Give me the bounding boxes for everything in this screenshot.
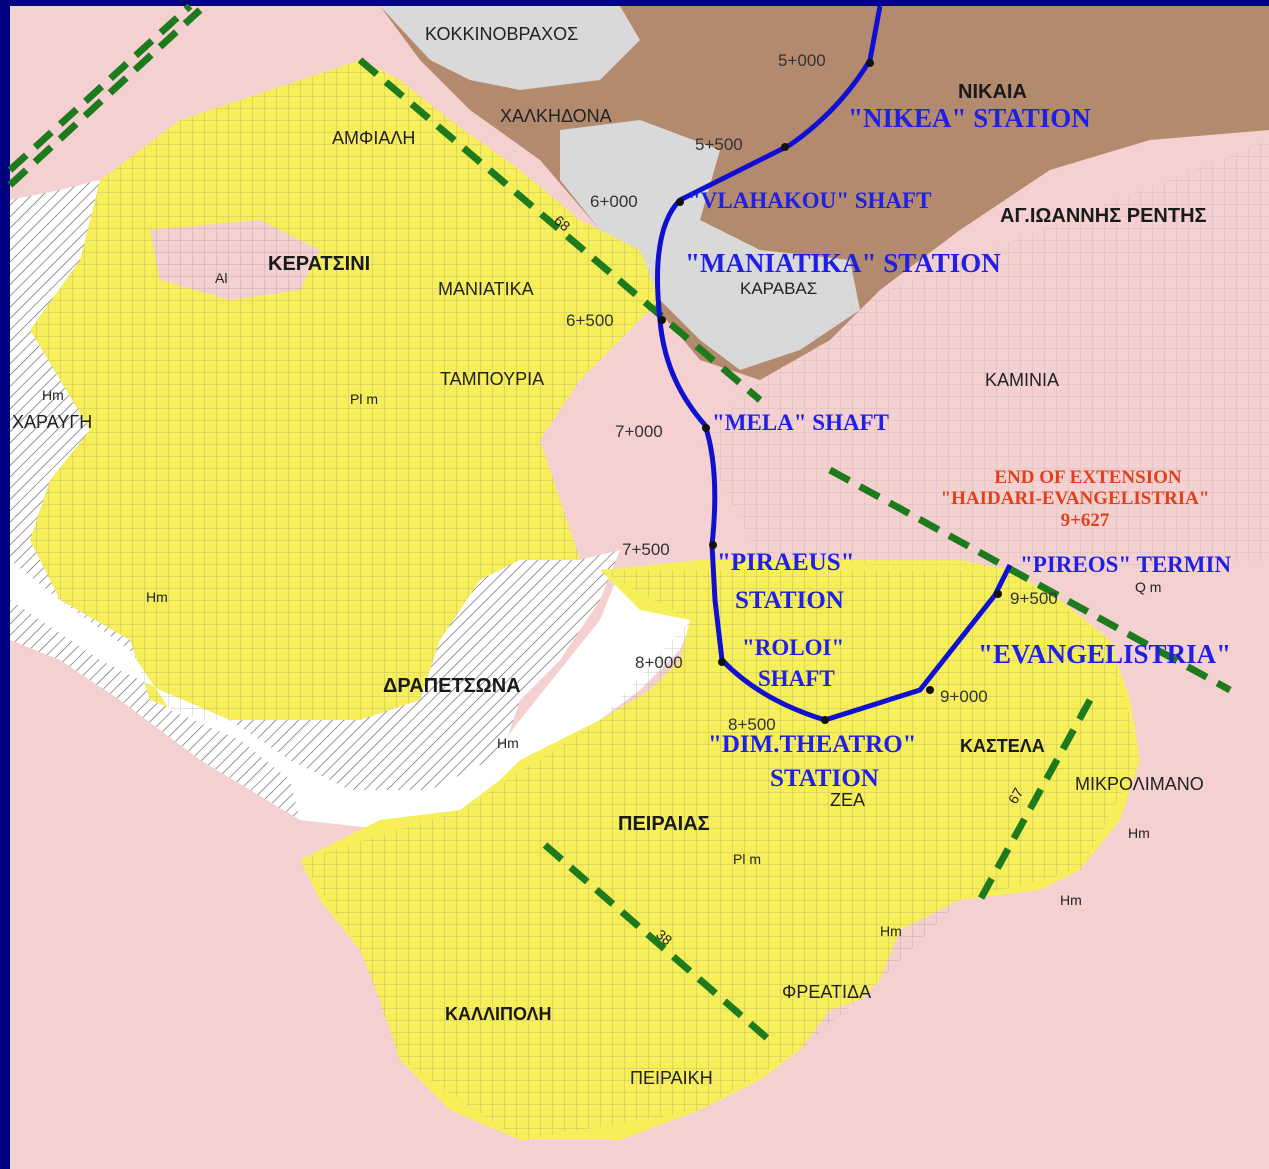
place-ag-ioannis: ΑΓ.ΙΩΑΝΝΗΣ ΡΕΝΤΗΣ (1000, 205, 1207, 227)
street-grid-south (300, 570, 1140, 1140)
geo-label-pl-m-west: Pl m (350, 391, 378, 407)
chainage-label-6500: 6+500 (566, 311, 614, 330)
place-peiraiki: ΠΕΙΡΑΙΚΗ (630, 1068, 713, 1088)
chainage-label-6000: 6+000 (590, 192, 638, 211)
chainage-label-9500: 9+500 (1010, 589, 1058, 608)
map-frame-left (0, 0, 10, 1169)
chainage-dot-9500 (994, 590, 1002, 598)
chainage-dot-8500 (821, 716, 829, 724)
station-vlahakou: "VLAHAKOU" SHAFT (688, 188, 931, 213)
place-zea: ΖΕΑ (830, 790, 865, 810)
station-maniatika: "MANIATIKA" STATION (685, 248, 1001, 278)
chainage-label-7500: 7+500 (622, 540, 670, 559)
station-piraeus-line1: "PIRAEUS" (717, 549, 855, 576)
fault-lines (7, 3, 1232, 1048)
grey-geology-area-karavas (560, 120, 860, 370)
metro-line-alignment (655, 5, 1013, 723)
geo-label-hm-zea: Hm (880, 923, 902, 939)
chainage-dot-5000 (866, 59, 874, 67)
chainage-label-8500: 8+500 (728, 715, 776, 734)
chainage-markers (658, 59, 1002, 724)
place-kastela: ΚΑΣΤΕΛΑ (960, 736, 1045, 756)
place-amfiali: ΑΜΦΙΑΛΗ (332, 128, 415, 148)
fault-line-east (828, 466, 1232, 694)
place-karavas: ΚΑΡΑΒΑΣ (740, 279, 817, 298)
station-roloi-line2: SHAFT (758, 666, 835, 691)
chainage-dot-7000 (702, 424, 710, 432)
chainage-label-7000: 7+000 (615, 422, 663, 441)
end-of-extension-line3: 9+627 (1061, 510, 1110, 531)
chainage-label-9000: 9+000 (940, 687, 988, 706)
place-tampouria: ΤΑΜΠΟΥΡΙΑ (440, 369, 544, 389)
end-of-extension-line2: "HAIDARI-EVANGELISTRIA" (941, 488, 1210, 509)
fault-number-67: 67 (1005, 785, 1027, 807)
place-names: ΚΟΚΚΙΝΟΒΡΑΧΟΣ ΝΙΚΑΙΑ ΧΑΛΚΗΔΟΝΑ ΑΜΦΙΑΛΗ Α… (12, 24, 1207, 1088)
chainage-dot-5500 (781, 143, 789, 151)
geo-label-hm-east: Hm (1060, 892, 1082, 908)
chainage-label-5500: 5+500 (695, 135, 743, 154)
station-roloi-line1: "ROLOI" (742, 635, 844, 660)
fault-line-south (542, 842, 778, 1048)
chainage-label-5000: 5+000 (778, 51, 826, 70)
geo-label-q-m: Q m (1135, 579, 1161, 595)
station-nikea: "NIKEA" STATION (848, 103, 1091, 133)
station-dim-theatro-line2: STATION (770, 765, 879, 792)
chainage-dot-7500 (709, 541, 717, 549)
geology-unit-labels: Al Hm Pl m Hm Hm Q m Pl m Hm Hm Hm (42, 270, 1161, 939)
harbor-shore (10, 380, 620, 820)
place-nikaia: ΝΙΚΑΙΑ (958, 81, 1027, 103)
geo-label-hm-west: Hm (42, 387, 64, 403)
chainage-dot-9000 (926, 686, 934, 694)
place-mikrolimano: ΜΙΚΡΟΛΙΜΑΝΟ (1075, 774, 1204, 794)
geo-label-pl-m-south: Pl m (733, 851, 761, 867)
station-dim-theatro-line1: "DIM.THEATRO" (708, 731, 917, 758)
station-evangelistria: "EVANGELISTRIA" (978, 639, 1231, 669)
chainage-dot-6500 (658, 316, 666, 324)
place-kaminia: ΚΑΜΙΝΙΑ (985, 370, 1059, 390)
station-piraeus-line2: STATION (735, 587, 844, 614)
place-freatida: ΦΡΕΑΤΙΔΑ (782, 982, 871, 1002)
place-kallipoli: ΚΑΛΛΙΠΟΛΗ (445, 1004, 552, 1024)
end-of-extension-line1: END OF EXTENSION (994, 467, 1181, 488)
station-labels: "NIKEA" STATION "VLAHAKOU" SHAFT "MANIAT… (685, 103, 1231, 792)
place-chalkidona: ΧΑΛΚΗΔΟΝΑ (500, 106, 612, 126)
street-grid-east (700, 140, 1269, 570)
end-of-extension-label: END OF EXTENSION "HAIDARI-EVANGELISTRIA"… (941, 467, 1210, 531)
station-mela: "MELA" SHAFT (712, 410, 889, 435)
street-grid-west (30, 60, 660, 720)
chainage-dot-6000 (676, 198, 684, 206)
geo-label-hm-harbor: Hm (146, 589, 168, 605)
fault-line-nw-a (7, 3, 193, 173)
geo-label-hm-south: Hm (497, 735, 519, 751)
fault-line-central (357, 57, 763, 403)
place-peiraias: ΠΕΙΡΑΙΑΣ (618, 813, 710, 835)
fault-line-nw-b (7, 7, 203, 188)
place-maniatika: ΜΑΝΙΑΤΙΚΑ (438, 279, 534, 299)
place-keratsini: ΚΕΡΑΤΣΙΝΙ (268, 253, 370, 275)
grey-geology-area-north (380, 6, 640, 90)
fault-line-southeast (976, 698, 1094, 902)
map-frame-top (0, 0, 1269, 6)
place-charavgi: ΧΑΡΑΥΓΗ (12, 412, 92, 432)
place-kokkinovrachos: ΚΟΚΚΙΝΟΒΡΑΧΟΣ (425, 24, 578, 44)
geo-label-al: Al (215, 270, 227, 286)
brown-geology-area (380, 6, 1269, 380)
chainage-label-8000: 8+000 (635, 653, 683, 672)
geo-label-hm-mikrolimano: Hm (1128, 825, 1150, 841)
station-pireos-terminal: "PIREOS" TERMIN (1020, 552, 1231, 577)
chainage-dot-8000 (718, 658, 726, 666)
chainage-labels: 5+000 5+500 6+000 6+500 7+000 7+500 8+00… (566, 51, 1058, 734)
place-drapetsona: ΔΡΑΠΕΤΣΩΝΑ (383, 675, 521, 697)
